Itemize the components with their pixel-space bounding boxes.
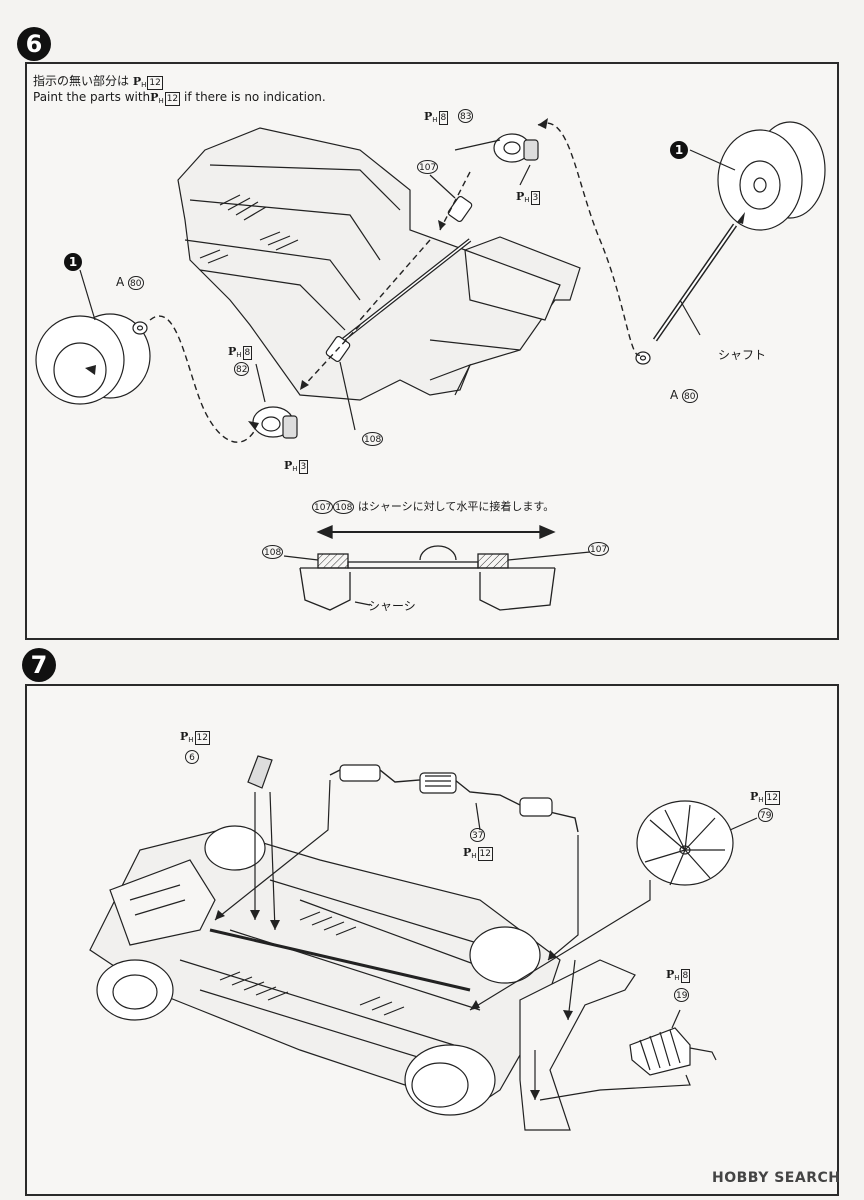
detail-left-part: 108 — [262, 545, 284, 559]
chassis-text: シャーシ — [368, 599, 416, 613]
part-107: 107 — [417, 160, 439, 174]
paint-code: 12 — [147, 76, 163, 90]
paint-code-3: 3 — [298, 460, 309, 474]
part-107-label: 107 — [417, 160, 439, 174]
detail-caption-text: はシャーシに対して水平に接着します。 — [357, 500, 555, 513]
part-6: 6 — [185, 750, 199, 764]
paint-code-8: 8 — [680, 969, 691, 983]
part-83-label: 83 — [458, 109, 474, 123]
paint-code-12: 12 — [194, 731, 210, 745]
detail-right-part: 107 — [588, 542, 610, 556]
paint-code-3: 3 — [530, 191, 541, 205]
part-108: 108 — [333, 500, 355, 514]
part-82-label: 82 — [234, 362, 250, 376]
part-19-label: 19 — [674, 988, 690, 1002]
part-82: 82 — [234, 362, 250, 376]
watermark-text: HOBBY SEARCH — [712, 1170, 841, 1186]
part-37-label: 37 — [470, 828, 486, 842]
part-a80-left-label: A 80 — [116, 275, 144, 290]
shaft-text: シャフト — [718, 348, 767, 362]
part-108: 108 — [362, 432, 384, 446]
paint-instruction-en-suffix: if there is no indication. — [183, 90, 326, 104]
part-107: 107 — [588, 542, 610, 556]
paint-code-8: 8 — [438, 111, 449, 125]
shaft-label: シャフト — [718, 346, 766, 363]
runner-a: A — [670, 388, 679, 402]
step-6-badge: 6 — [17, 27, 51, 61]
hobby-search-watermark: HOBBY SEARCH — [712, 1170, 840, 1186]
step-7-panel — [25, 684, 839, 1196]
step-7-badge: 7 — [22, 648, 56, 682]
part-108-label: 108 — [362, 432, 384, 446]
wheel-right-label: 1 — [670, 141, 688, 159]
part-80: 80 — [682, 388, 698, 403]
part-107: 107 — [312, 500, 334, 514]
runner-a: A — [116, 275, 125, 289]
part-83: 83 — [458, 109, 474, 123]
paint-code-8: 8 — [242, 346, 253, 360]
part-6-label: 6 — [185, 750, 199, 764]
paint-code-12: 12 — [764, 791, 780, 805]
paint-instruction-en-prefix: Paint the parts with — [33, 90, 151, 104]
wheel-left-label: 1 — [64, 253, 82, 271]
part-79: 79 — [758, 808, 774, 822]
wheel-part-1: 1 — [670, 141, 688, 159]
step-6-panel — [25, 62, 839, 640]
part-19: 19 — [674, 988, 690, 1002]
detail-chassis-label: シャーシ — [368, 597, 416, 614]
wheel-part-1: 1 — [64, 253, 82, 271]
part-79-label: 79 — [758, 808, 774, 822]
part-37: 37 — [470, 828, 486, 842]
paint-instruction-ja-text: 指示の無い部分は — [33, 74, 130, 88]
part-80: 80 — [128, 275, 144, 290]
step-6-number: 6 — [25, 30, 43, 58]
part-108: 108 — [262, 545, 284, 559]
paint-code: 12 — [164, 92, 181, 106]
part-a80-right-label: A 80 — [670, 388, 698, 403]
step-7-number: 7 — [30, 651, 48, 679]
paint-code-12: 12 — [477, 847, 493, 861]
